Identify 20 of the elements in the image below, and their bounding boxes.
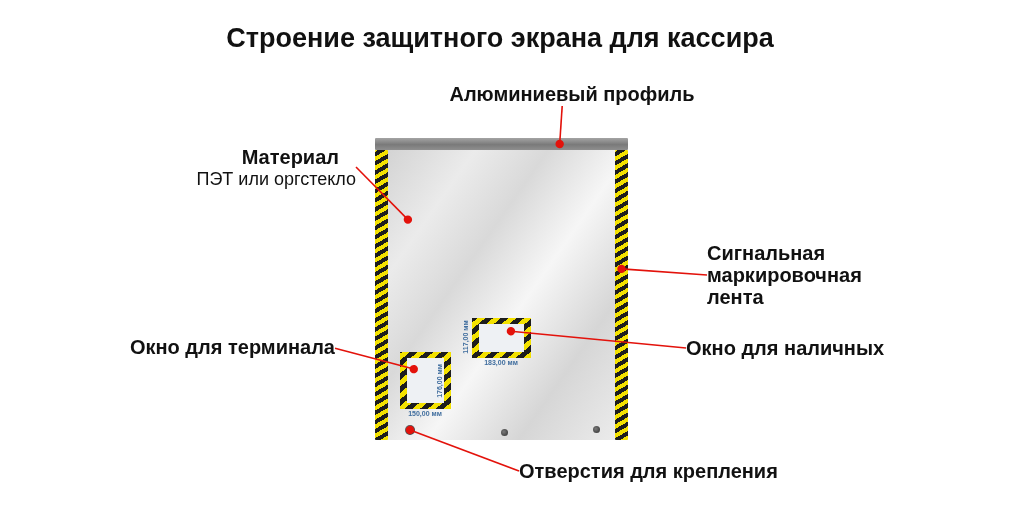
callout-label: Сигнальная маркировочная лента <box>707 242 863 308</box>
leader-line <box>355 166 413 224</box>
callout-note: ПЭТ или оргстекло <box>196 169 356 189</box>
callout-label: Окно для наличных <box>686 336 885 360</box>
window-cutout <box>400 352 451 409</box>
leader-line <box>506 327 687 349</box>
callout-label: Материал <box>241 145 339 169</box>
leader-line <box>334 347 418 374</box>
leader-line <box>555 105 564 149</box>
hazard-tape <box>615 150 628 440</box>
callout-label: Окно для терминала <box>129 335 335 359</box>
window-cutout <box>472 318 531 358</box>
title: Строение защитного экрана для кассира <box>226 22 774 54</box>
screen-panel <box>375 150 628 440</box>
hazard-tape <box>375 150 388 440</box>
leader-line <box>617 264 708 276</box>
leader-line <box>405 425 520 472</box>
callout-label: Отверстия для крепления <box>519 459 778 483</box>
aluminum-profile-bar <box>375 138 628 150</box>
callout-label: Алюминиевый профиль <box>449 82 695 106</box>
